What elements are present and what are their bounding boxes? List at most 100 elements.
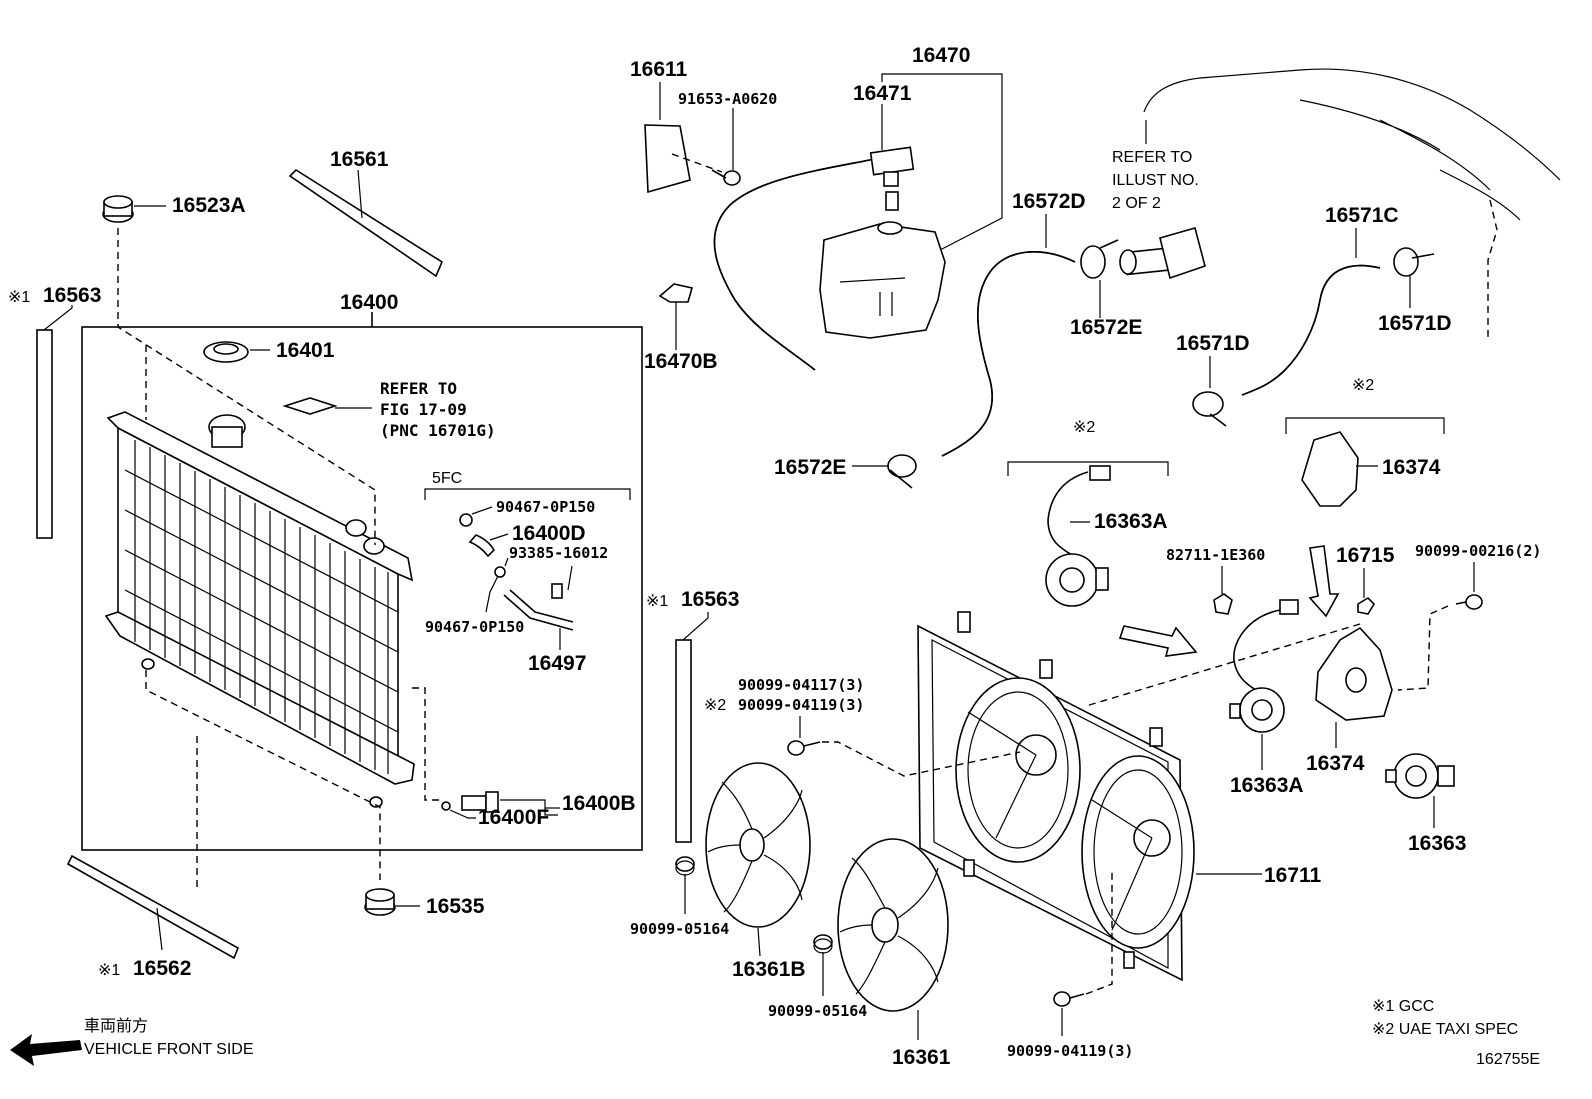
part-16563-right: 16563 — [681, 588, 739, 611]
part-16611: 16611 — [630, 58, 688, 81]
radiator-cap-16401 — [203, 341, 249, 363]
part-16400B: 16400B — [562, 792, 636, 815]
part-16572D: 16572D — [1012, 190, 1086, 213]
part-16470B: 16470B — [644, 350, 718, 373]
seal-16563-left — [36, 329, 53, 539]
refer-illust-line1: REFER TO — [1112, 149, 1192, 166]
shroud-16374-top — [1301, 431, 1359, 507]
part-16571D-right: 16571D — [1378, 312, 1452, 335]
fan-16361B — [705, 762, 811, 928]
hose-16572D — [941, 251, 1076, 457]
part-16711: 16711 — [1264, 864, 1322, 887]
part-90099-05164-b: 90099-05164 — [768, 1002, 867, 1020]
part-16471: 16471 — [853, 82, 912, 105]
cap-16471 — [869, 146, 915, 211]
motor-16363A-top — [1045, 465, 1111, 607]
clamp-16572E-top — [1080, 239, 1119, 279]
bolt-90099-04117 — [787, 740, 821, 756]
clip-16715 — [1357, 596, 1376, 615]
part-16571D-left: 16571D — [1176, 332, 1250, 355]
group-5fc-label: 5FC — [432, 470, 462, 487]
cushion-16523A — [102, 195, 134, 223]
clip-82711 — [1213, 593, 1233, 615]
bolt-91653 — [711, 169, 741, 186]
radiator-core — [104, 411, 415, 808]
part-16572E-bottom: 16572E — [774, 456, 846, 479]
bolt-90099-00216 — [1455, 594, 1483, 610]
refer-fig-line2: FIG 17-09 — [380, 400, 467, 419]
mark-2-b: ※2 — [1352, 377, 1374, 394]
part-16400F: 16400F — [478, 806, 549, 829]
nut-90099-05164-b — [813, 934, 833, 954]
fan-16361 — [837, 838, 949, 1012]
fan-shroud-16711 — [917, 611, 1195, 982]
vehicle-front-arrow — [10, 1034, 82, 1066]
part-90467-a: 90467-0P150 — [496, 498, 595, 516]
part-16470: 16470 — [912, 44, 970, 67]
part-16361: 16361 — [892, 1046, 951, 1069]
refer-illust-line2: ILLUST NO. — [1112, 172, 1199, 189]
part-16400D: 16400D — [512, 522, 586, 545]
part-91653: 91653-A0620 — [678, 90, 777, 108]
vehicle-front-en: VEHICLE FRONT SIDE — [84, 1041, 254, 1058]
mark-16562: ※1 — [98, 962, 120, 979]
illustration-number: 162755E — [1476, 1051, 1540, 1068]
seal-16562 — [66, 854, 240, 960]
clamp-16572E-bottom — [887, 454, 917, 489]
part-16535: 16535 — [426, 895, 485, 918]
nut-90099-05164-a — [675, 856, 695, 876]
refer-illust-line3: 2 OF 2 — [1112, 195, 1161, 212]
cushion-16535 — [364, 888, 396, 916]
part-16563-left: 16563 — [43, 284, 101, 307]
part-16363A-top: 16363A — [1094, 510, 1168, 533]
clamp-16571D-right — [1393, 247, 1435, 277]
part-16572E-top: 16572E — [1070, 316, 1142, 339]
part-16374-bottom: 16374 — [1306, 752, 1365, 775]
mark-2-a: ※2 — [1073, 419, 1095, 436]
direction-arrow-2 — [1308, 545, 1340, 618]
drain-cock-16400B — [441, 791, 499, 813]
part-16374-top: 16374 — [1382, 456, 1441, 479]
part-90099-04119-bottom: 90099-04119(3) — [1007, 1042, 1133, 1060]
part-90099-04117: 90099-04117(3) — [738, 676, 864, 694]
hose-16400D — [459, 513, 574, 631]
bolt-90099-04119-bottom — [1053, 991, 1085, 1007]
footnote-gcc: ※1 GCC — [1372, 998, 1434, 1015]
vehicle-front-jp: 車両前方 — [84, 1017, 148, 1035]
clamp-16571D-left — [1192, 391, 1227, 427]
motor-16363A-bottom — [1229, 599, 1299, 733]
part-90099-05164-a: 90099-05164 — [630, 920, 729, 938]
part-16401: 16401 — [276, 339, 335, 362]
part-16562: 16562 — [133, 957, 191, 980]
part-90099-04119-top: 90099-04119(3) — [738, 696, 864, 714]
engine-outline — [1143, 68, 1561, 181]
part-90099-00216: 90099-00216(2) — [1415, 542, 1541, 560]
part-16400: 16400 — [340, 291, 398, 314]
part-16361B: 16361B — [732, 958, 806, 981]
part-16715: 16715 — [1336, 544, 1395, 567]
reservoir-tank — [819, 223, 946, 339]
mark-16563-left: ※1 — [8, 289, 30, 306]
mark-16563-right: ※1 — [646, 593, 668, 610]
clip-16470B — [658, 283, 694, 303]
footnote-uae-taxi: ※2 UAE TAXI SPEC — [1372, 1021, 1518, 1038]
part-16523A: 16523A — [172, 194, 246, 217]
part-90467-b: 90467-0P150 — [425, 618, 524, 636]
water-outlet — [1119, 227, 1206, 280]
radiator-assembly-box — [81, 326, 643, 851]
part-16561: 16561 — [330, 148, 389, 171]
refer-fig-line3: (PNC 16701G) — [380, 421, 496, 440]
part-16363A-bottom: 16363A — [1230, 774, 1304, 797]
refer-fig-line1: REFER TO — [380, 379, 457, 398]
part-93385: 93385-16012 — [509, 544, 608, 562]
direction-arrow-1 — [1118, 625, 1198, 657]
bracket-16611 — [644, 124, 691, 194]
seal-16563-right — [675, 639, 692, 843]
motor-16363 — [1385, 753, 1455, 799]
seal-16561 — [288, 168, 444, 278]
part-16497: 16497 — [528, 652, 586, 675]
part-16363: 16363 — [1408, 832, 1466, 855]
part-16571C: 16571C — [1325, 204, 1399, 227]
mark-90099-04119: ※2 — [704, 697, 726, 714]
